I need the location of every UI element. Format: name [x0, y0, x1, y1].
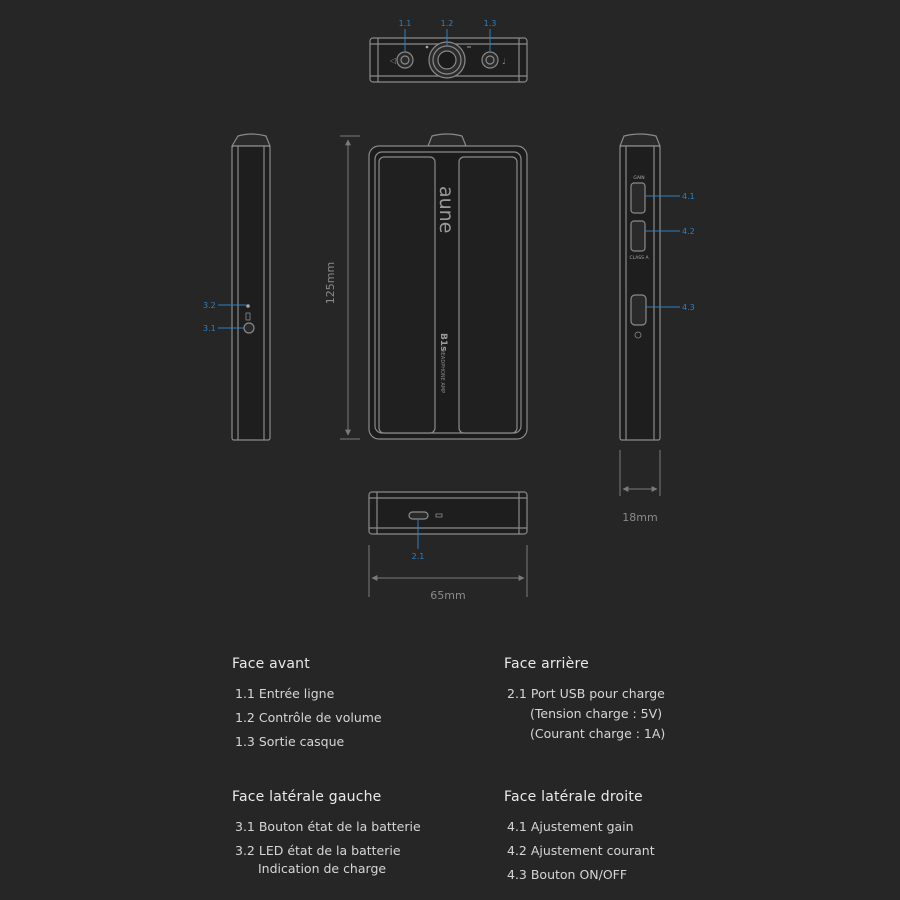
legend-back-item: (Tension charge : 5V) — [530, 706, 663, 721]
callout-1-2: 1.2 — [441, 19, 454, 28]
width-dimension — [368, 545, 528, 597]
callout-1-3: 1.3 — [484, 19, 497, 28]
left-callouts — [218, 304, 246, 329]
bottom-view — [368, 491, 528, 535]
left-side-view — [230, 133, 271, 441]
device-diagram: ◁ ♩ 1.1 1.2 1.3 3.2 3.1 — [203, 19, 695, 602]
legend-back-item: (Courant charge : 1A) — [530, 726, 666, 741]
legend-left-item: 3.2 LED état de la batterie — [235, 843, 401, 858]
legend-right-title: Face latérale droite — [504, 789, 643, 805]
callout-3-2: 3.2 — [203, 301, 216, 310]
width-label: 65mm — [430, 589, 465, 602]
battery-button — [243, 322, 255, 334]
svg-text:♩: ♩ — [502, 57, 506, 66]
callout-3-1: 3.1 — [203, 324, 216, 333]
model-name: B1s — [438, 333, 448, 351]
volume-knob — [428, 41, 466, 79]
depth-dimension — [619, 450, 661, 496]
depth-label: 18mm — [622, 511, 657, 524]
legend-front-title: Face avant — [232, 656, 310, 672]
right-side-view — [619, 133, 661, 441]
legend-front-item: 1.2 Contrôle de volume — [235, 710, 382, 725]
callout-4-1: 4.1 — [682, 192, 695, 201]
legend-back-title: Face arrière — [504, 656, 589, 672]
headphone-out-jack — [481, 51, 499, 69]
legend-right-item: 4.1 Ajustement gain — [507, 819, 634, 834]
legend-right: Face latérale droite 4.1 Ajustement gain… — [504, 789, 655, 890]
callout-2-1: 2.1 — [412, 552, 425, 561]
top-view: ◁ ♩ — [369, 37, 528, 83]
callout-4-3: 4.3 — [682, 303, 695, 312]
line-in-jack — [396, 51, 414, 69]
usb-port — [408, 511, 429, 520]
legend-front: Face avant 1.1 Entrée ligne 1.2 Contrôle… — [232, 656, 382, 757]
power-button — [630, 294, 647, 326]
legend-front-item: 1.1 Entrée ligne — [235, 686, 335, 701]
gain-switch — [630, 182, 646, 214]
main-face-view — [368, 133, 528, 440]
legend-front-item: 1.3 Sortie casque — [235, 734, 345, 749]
height-label: 125mm — [324, 262, 337, 304]
right-callouts — [645, 195, 680, 308]
legend-back: Face arrière 2.1 Port USB pour charge (T… — [504, 656, 665, 745]
legend-left-item: Indication de charge — [258, 861, 387, 876]
legend-left: Face latérale gauche 3.1 Bouton état de … — [232, 789, 421, 884]
legend-left-item: 3.1 Bouton état de la batterie — [235, 819, 421, 834]
class-a-label: CLASS A — [629, 255, 649, 261]
height-dimension — [340, 135, 360, 440]
model-subtitle: HEADPHONE AMP — [439, 349, 445, 393]
gain-label: GAIN — [633, 175, 644, 181]
class-a-switch — [630, 220, 646, 252]
legend-left-title: Face latérale gauche — [232, 789, 382, 805]
svg-text:◁: ◁ — [389, 56, 396, 65]
front-callouts — [404, 29, 491, 52]
legend-right-item: 4.3 Bouton ON/OFF — [507, 867, 628, 882]
callout-4-2: 4.2 — [682, 227, 695, 236]
legend-right-item: 4.2 Ajustement courant — [507, 843, 655, 858]
callout-1-1: 1.1 — [399, 19, 412, 28]
legend-back-item: 2.1 Port USB pour charge — [507, 686, 665, 701]
brand-logo: aune — [435, 186, 457, 233]
